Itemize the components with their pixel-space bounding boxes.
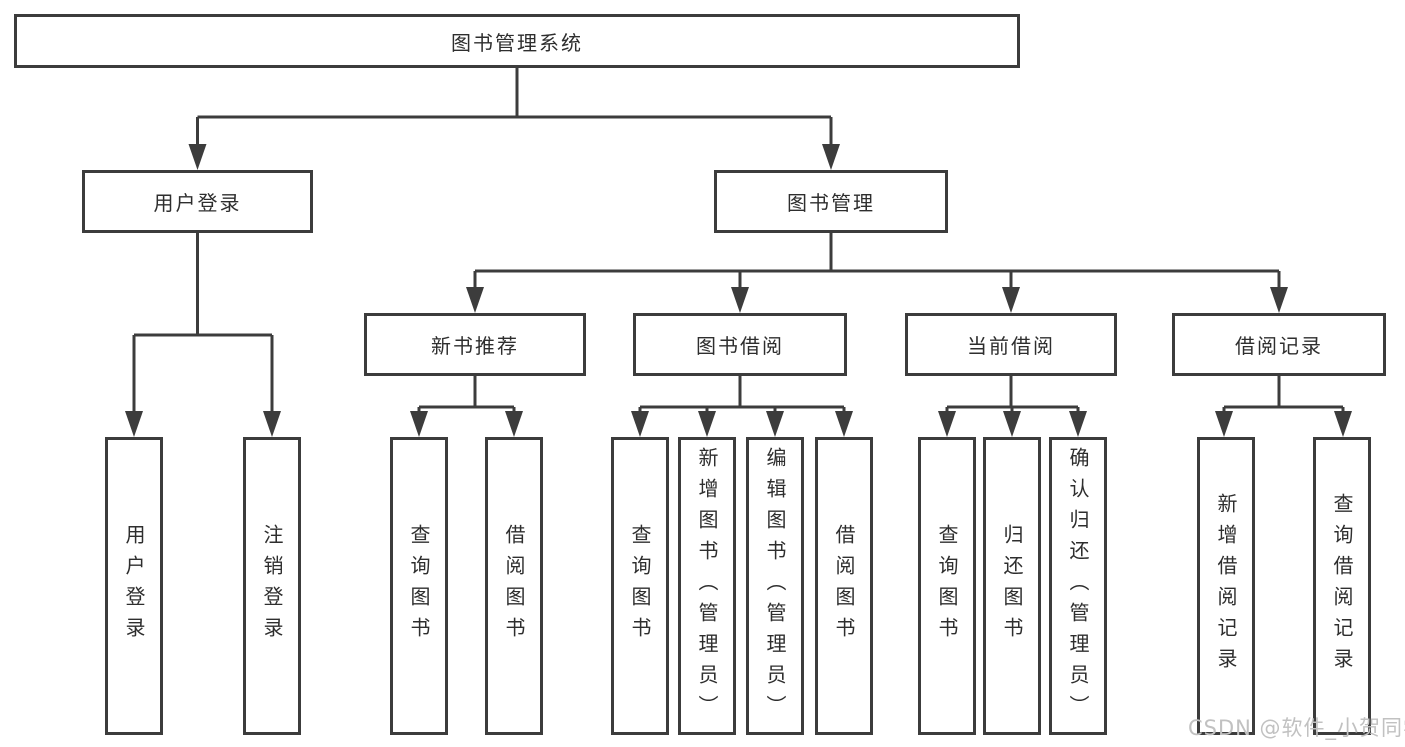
leaf-query-borrow-record: 查询借阅记录: [1313, 437, 1371, 735]
leaf-user-login: 用户登录: [105, 437, 163, 735]
node-book-borrowing: 图书借阅: [633, 313, 847, 376]
leaf-logout: 注销登录: [243, 437, 301, 735]
leaf-confirm-return-admin: 确认归还（管理员）: [1049, 437, 1107, 735]
leaf-return-books: 归还图书: [983, 437, 1041, 735]
leaf-add-borrow-record: 新增借阅记录: [1197, 437, 1255, 735]
leaf-query-books-current: 查询图书: [918, 437, 976, 735]
leaf-query-books-borrowing: 查询图书: [611, 437, 669, 735]
node-user-login: 用户登录: [82, 170, 313, 233]
node-book-management: 图书管理: [714, 170, 948, 233]
csdn-watermark: CSDN @软件_小贺同学: [1188, 716, 1405, 740]
leaf-add-books-admin: 新增图书（管理员）: [678, 437, 736, 735]
node-new-book-recommendation: 新书推荐: [364, 313, 586, 376]
leaf-edit-books-admin: 编辑图书（管理员）: [746, 437, 804, 735]
leaf-borrow-books-recommend: 借阅图书: [485, 437, 543, 735]
node-library-management-system: 图书管理系统: [14, 14, 1020, 68]
leaf-query-books-recommend: 查询图书: [390, 437, 448, 735]
node-current-borrowing: 当前借阅: [905, 313, 1117, 376]
node-borrowing-records: 借阅记录: [1172, 313, 1386, 376]
leaf-borrow-books: 借阅图书: [815, 437, 873, 735]
